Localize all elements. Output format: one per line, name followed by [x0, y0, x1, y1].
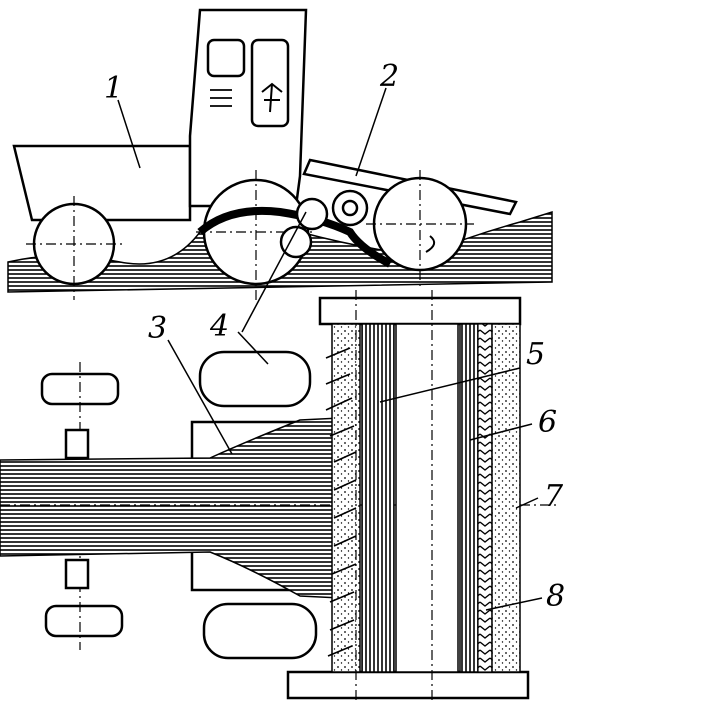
leader-6	[469, 423, 533, 441]
label-2: 2	[379, 59, 399, 94]
label-3: 3	[148, 311, 167, 346]
leader-1	[117, 99, 141, 169]
plan-wheel-top-right	[198, 350, 312, 408]
plan-wheel-bottom-left	[44, 604, 124, 638]
leader-4	[237, 331, 269, 365]
label-4: 4	[209, 309, 229, 344]
plan-swath	[0, 417, 341, 599]
cab-window-right	[250, 38, 290, 128]
leader-5	[379, 367, 521, 403]
pickup-roller-lower	[279, 225, 313, 259]
leader-8	[485, 597, 543, 611]
leader-3	[167, 339, 233, 455]
callout-labels: 1 2 3 4 5 6 7 8	[104, 59, 565, 614]
label-7: 7	[544, 479, 564, 514]
roller-frame-top-cap	[318, 296, 522, 326]
roller-7-band	[491, 323, 521, 673]
roller-5-teeth	[361, 323, 395, 673]
plan-view	[0, 211, 560, 703]
plan-wheel-bottom-right	[202, 602, 318, 660]
operator-figure	[261, 82, 283, 113]
label-6: 6	[538, 405, 557, 440]
roller-left-band	[331, 323, 361, 673]
leader-4b	[241, 211, 307, 333]
roller-center	[395, 323, 459, 673]
roller-frame-bottom-cap	[286, 670, 530, 700]
cab-window-left	[206, 38, 246, 78]
feed-arrows	[325, 347, 357, 657]
pickup-roller-upper	[295, 197, 329, 231]
label-8: 8	[546, 579, 565, 614]
trailer-bed	[12, 144, 192, 222]
label-5: 5	[526, 337, 545, 372]
side-view	[7, 8, 553, 300]
cab-vent	[210, 89, 232, 107]
leader-2	[355, 87, 387, 177]
label-1: 1	[104, 71, 123, 106]
leader-7	[515, 497, 539, 509]
roller-6-teeth	[459, 323, 479, 673]
